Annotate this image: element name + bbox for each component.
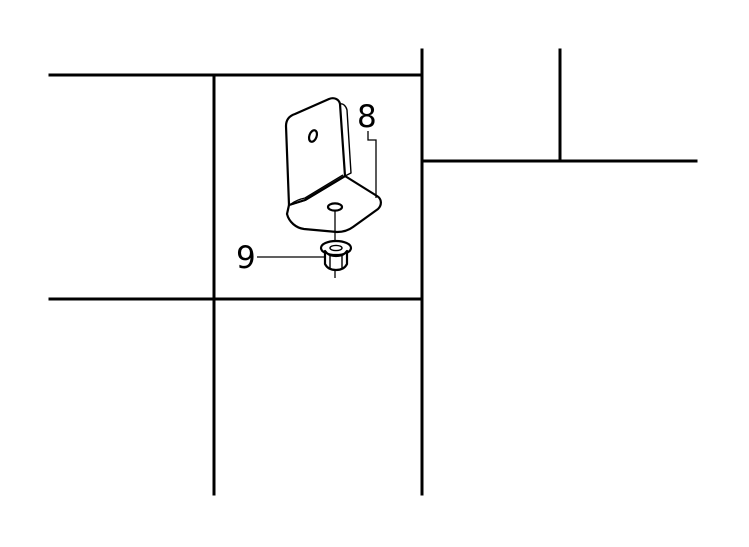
bracket-fold-edge — [290, 174, 344, 205]
callout-8: 8 — [357, 99, 377, 198]
nut-bore — [329, 244, 343, 252]
nut-hex-facets — [329, 255, 343, 269]
flange-nut — [319, 239, 353, 272]
callout-8-label: 8 — [357, 99, 377, 135]
callout-8-leader — [367, 131, 377, 198]
angle-bracket — [284, 97, 382, 234]
bracket-base-hole — [326, 202, 344, 212]
bracket-upper-hole — [307, 129, 319, 143]
grid-lines — [48, 48, 698, 496]
callout-9-label: 9 — [236, 240, 256, 276]
bracket-thickness-edge — [339, 103, 352, 177]
callout-9: 9 — [236, 240, 324, 276]
